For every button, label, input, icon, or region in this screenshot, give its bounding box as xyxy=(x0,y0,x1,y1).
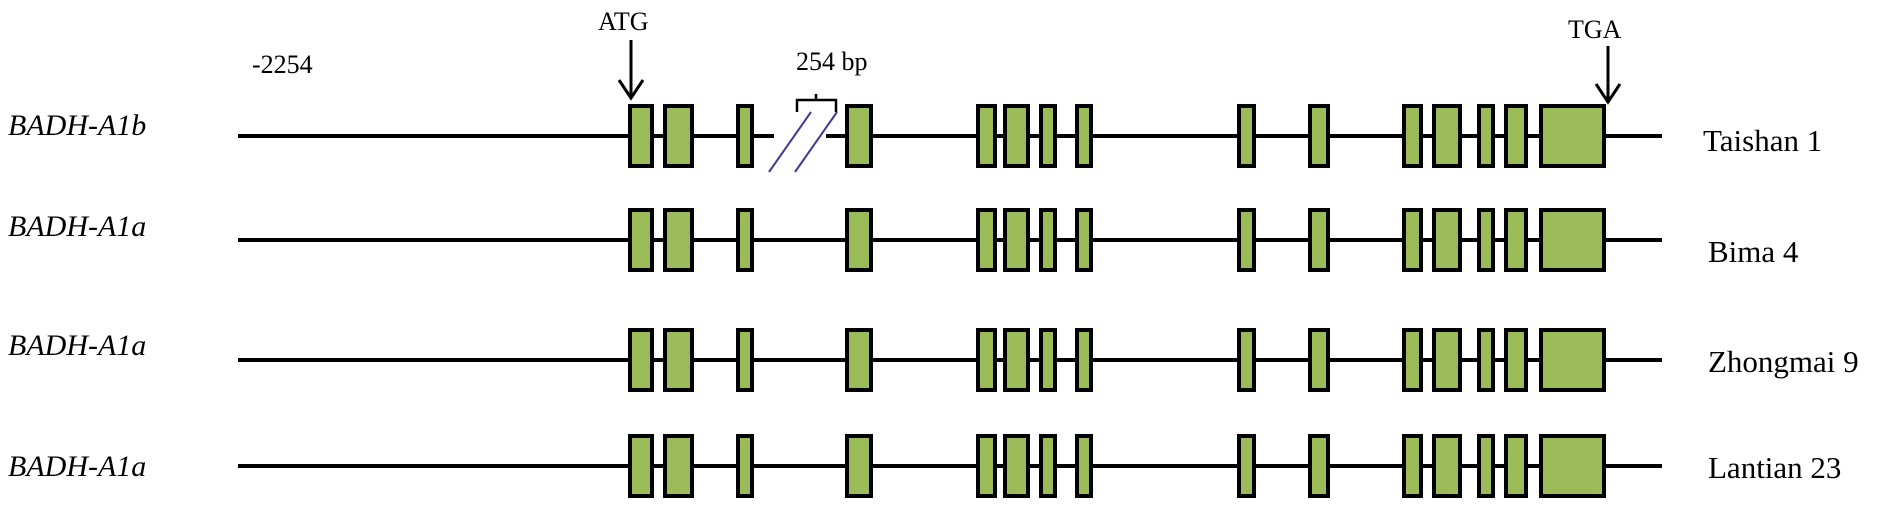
exon-box xyxy=(976,104,997,168)
exon-box xyxy=(1075,208,1093,272)
insertion-break-icon xyxy=(768,111,838,173)
exon-box xyxy=(1539,208,1606,272)
exon-box xyxy=(663,208,694,272)
exon-box xyxy=(845,328,873,392)
start-codon-arrow-icon xyxy=(617,40,645,101)
exon-box xyxy=(736,208,754,272)
exon-box xyxy=(1402,328,1423,392)
stop-codon-label: TGA xyxy=(1568,15,1622,44)
exon-box xyxy=(1237,328,1256,392)
exon-box xyxy=(1237,434,1256,498)
exon-box xyxy=(1308,104,1330,168)
exon-box xyxy=(1432,434,1462,498)
exon-box xyxy=(1308,328,1330,392)
gene-name-label: BADH-A1a xyxy=(8,210,146,243)
variety-label: Zhongmai 9 xyxy=(1708,344,1859,379)
gene-row: BADH-A1a Bima 4 xyxy=(8,208,1799,272)
gene-name-label: BADH-A1a xyxy=(8,329,146,362)
start-codon-label: ATG xyxy=(598,7,649,36)
exon-box xyxy=(1504,434,1528,498)
exon-box xyxy=(1039,328,1057,392)
exon-box xyxy=(845,208,873,272)
exon-box xyxy=(628,208,654,272)
exon-box xyxy=(736,328,754,392)
exon-box xyxy=(1003,104,1030,168)
exon-box xyxy=(663,104,694,168)
gene-structure xyxy=(238,208,1662,272)
exon-box xyxy=(1003,208,1030,272)
exon-box xyxy=(1477,208,1495,272)
exon-box xyxy=(1308,434,1330,498)
exon-box xyxy=(976,434,997,498)
gene-row: BADH-A1b Taishan 1 xyxy=(8,104,1822,168)
exon-box xyxy=(628,328,654,392)
exon-box xyxy=(976,328,997,392)
gene-structure xyxy=(238,328,1662,392)
variety-label: Lantian 23 xyxy=(1708,450,1841,485)
exon-box xyxy=(1432,208,1462,272)
exon-box xyxy=(1402,104,1423,168)
exon-box xyxy=(1402,434,1423,498)
exon-box xyxy=(1432,104,1462,168)
exon-box xyxy=(1504,328,1528,392)
exon-box xyxy=(663,434,694,498)
exon-box xyxy=(628,104,654,168)
exon-box xyxy=(1477,328,1495,392)
insertion-bracket-icon xyxy=(795,94,838,112)
exon-box xyxy=(1003,328,1030,392)
exon-box xyxy=(1237,104,1256,168)
exon-box xyxy=(1308,208,1330,272)
exon-box xyxy=(845,104,873,168)
gene-row: BADH-A1a Lantian 23 xyxy=(8,434,1841,498)
exon-box xyxy=(1075,328,1093,392)
gene-structure xyxy=(238,434,1662,498)
start-position-label: -2254 xyxy=(252,50,313,79)
exon-box xyxy=(1075,104,1093,168)
exon-box xyxy=(1039,208,1057,272)
stop-codon-arrow-icon xyxy=(1594,46,1622,105)
exon-box xyxy=(1539,328,1606,392)
exon-box xyxy=(976,208,997,272)
exon-box xyxy=(1504,208,1528,272)
gene-structure xyxy=(238,104,1662,168)
exon-box xyxy=(1477,434,1495,498)
variety-label: Bima 4 xyxy=(1708,234,1799,269)
exon-box xyxy=(736,434,754,498)
exon-box xyxy=(736,104,754,168)
gene-row: BADH-A1a Zhongmai 9 xyxy=(8,328,1859,392)
exon-box xyxy=(628,434,654,498)
exon-box xyxy=(1075,434,1093,498)
exon-box xyxy=(1539,434,1606,498)
exon-box xyxy=(845,434,873,498)
gene-name-label: BADH-A1a xyxy=(8,450,146,483)
exon-box xyxy=(1003,434,1030,498)
exon-box xyxy=(1477,104,1495,168)
exon-box xyxy=(663,328,694,392)
exon-box xyxy=(1432,328,1462,392)
insertion-size-label: 254 bp xyxy=(796,47,868,76)
gene-name-label: BADH-A1b xyxy=(8,109,146,142)
exon-box xyxy=(1237,208,1256,272)
variety-label: Taishan 1 xyxy=(1703,123,1822,158)
exon-box xyxy=(1039,434,1057,498)
exon-box xyxy=(1402,208,1423,272)
exon-box xyxy=(1504,104,1528,168)
exon-box xyxy=(1039,104,1057,168)
exon-box xyxy=(1539,104,1606,168)
